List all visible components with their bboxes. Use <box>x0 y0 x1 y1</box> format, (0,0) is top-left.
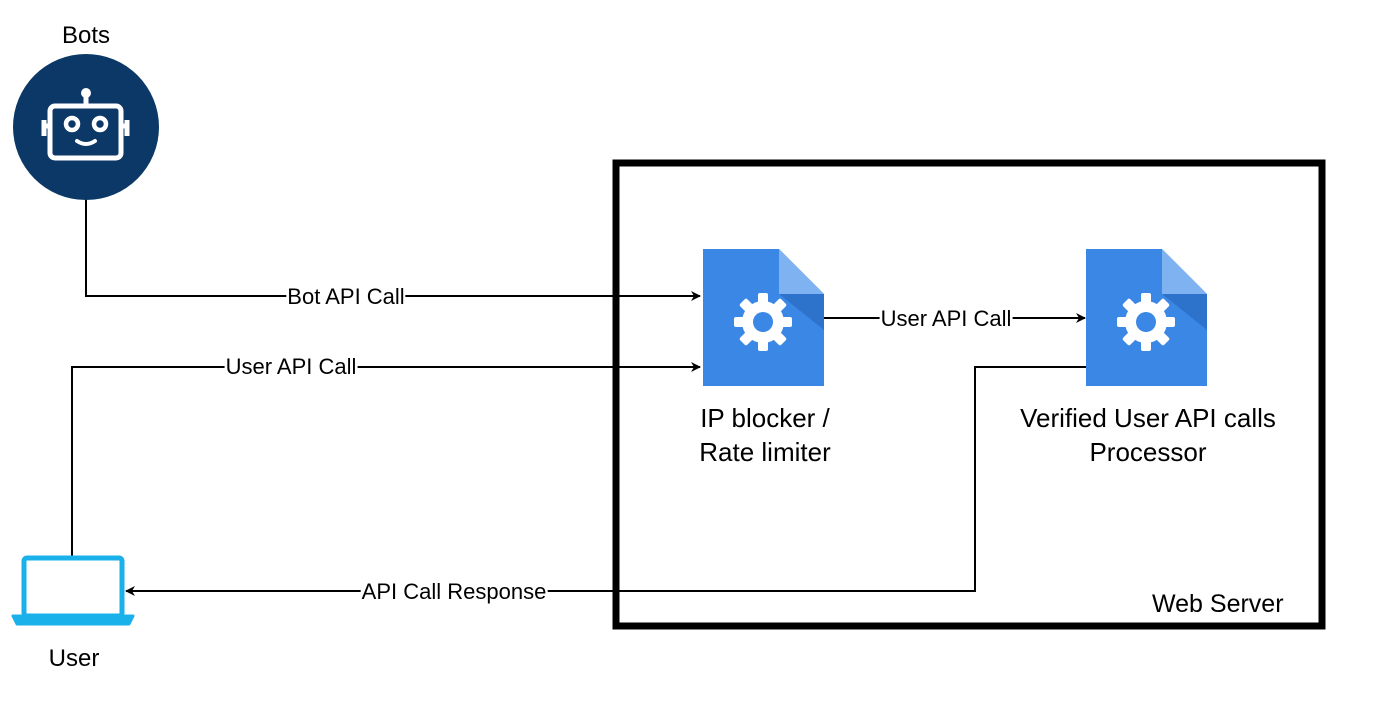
edge-bot-api-call <box>85 196 701 301</box>
web-server-label: Web Server <box>1152 590 1284 618</box>
processor-label: Verified User API calls Processor <box>1020 401 1276 469</box>
user-label: User <box>48 645 100 672</box>
ip-blocker-label-line1: IP blocker / <box>700 403 830 433</box>
edge-label-api-call-response: API Call Response <box>360 579 548 604</box>
laptop-icon <box>11 555 135 626</box>
robot-icon <box>13 54 159 200</box>
ip-blocker-label: IP blocker / Rate limiter <box>699 401 830 469</box>
edge-label-user-api-call: User API Call <box>224 354 358 379</box>
edge-user-api-call <box>71 362 701 556</box>
processor-label-line2: Processor <box>1089 437 1207 467</box>
ip-blocker-gear-document-icon <box>703 249 824 386</box>
edge-api-call-response <box>125 366 1086 596</box>
bots-label: Bots <box>61 22 111 49</box>
web-server-container <box>612 159 1326 630</box>
processor-label-line1: Verified User API calls <box>1020 403 1276 433</box>
processor-gear-document-icon <box>1086 249 1207 386</box>
edge-label-forward-user-api-call: User API Call <box>879 306 1013 331</box>
ip-blocker-label-line2: Rate limiter <box>699 437 831 467</box>
edge-label-bot-api-call: Bot API Call <box>286 284 406 309</box>
